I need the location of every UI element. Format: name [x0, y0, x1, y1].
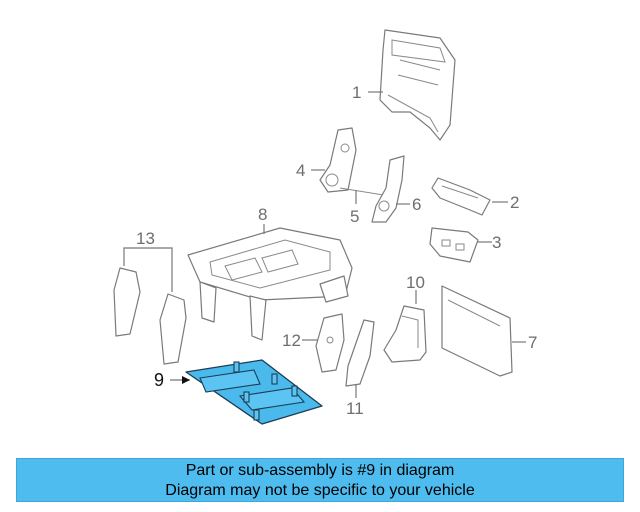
callout-13: 13 [136, 229, 155, 248]
arrow-9-icon [182, 376, 190, 384]
part-11-inner-trim [345, 319, 375, 387]
part-6-recliner-right [371, 155, 405, 223]
callout-3: 3 [492, 233, 501, 252]
banner-line-2: Diagram may not be specific to your vehi… [165, 482, 475, 499]
banner-line-1: Part or sub-assembly is #9 in diagram [185, 462, 455, 479]
part-4-recliner [319, 127, 357, 193]
callout-4: 4 [296, 161, 305, 180]
callout-8: 8 [258, 205, 267, 224]
parts-diagram: 1 2 3 4 5 6 7 [113, 29, 537, 425]
part-7-side-panel [441, 285, 513, 377]
callout-1: 1 [352, 83, 361, 102]
part-3-cover [429, 227, 479, 263]
callout-2: 2 [510, 193, 519, 212]
info-banner: Part or sub-assembly is #9 in diagram Di… [16, 458, 624, 502]
part-8-seat-cushion-frame [187, 227, 353, 341]
part-2-bracket [431, 177, 491, 216]
part-10-trim-panel [383, 305, 427, 363]
part-13-side-covers [113, 267, 187, 365]
callout-9: 9 [154, 370, 164, 390]
callout-7: 7 [528, 333, 537, 352]
part-1-seat-back-frame [379, 29, 456, 141]
callout-6: 6 [412, 195, 421, 214]
callout-11: 11 [346, 399, 364, 418]
part-9-highlighted-panel [185, 359, 323, 425]
callout-5: 5 [350, 207, 359, 226]
callout-12: 12 [282, 331, 301, 350]
callout-10: 10 [406, 273, 425, 292]
leader-13 [123, 247, 173, 292]
part-12-hinge-cover [315, 313, 345, 373]
